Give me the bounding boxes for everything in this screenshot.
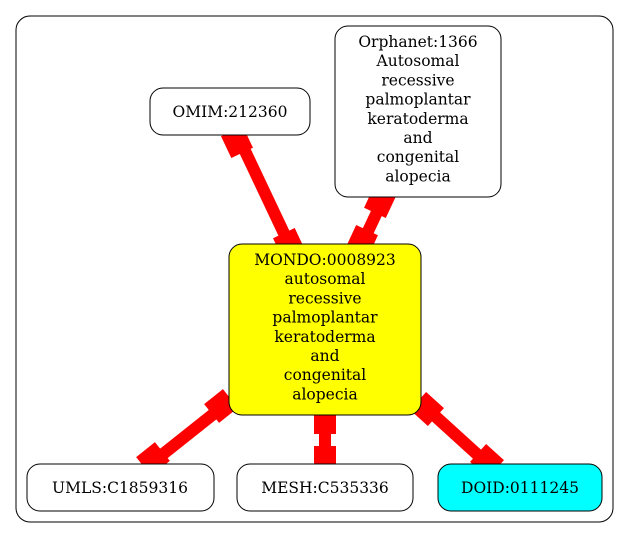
edge-center-mesh-end-center xyxy=(314,410,336,434)
node-center-line: autosomal xyxy=(285,270,366,288)
node-orphanet-line: palmoplantar xyxy=(365,91,471,109)
node-umls-text: UMLS:C1859316 xyxy=(52,479,188,497)
node-umls-box xyxy=(26,463,215,512)
node-omim-box xyxy=(149,87,311,136)
node-orphanet-line: alopecia xyxy=(385,167,451,185)
node-umls-line: UMLS:C1859316 xyxy=(52,479,188,497)
node-mesh-line: MESH:C535336 xyxy=(261,479,389,497)
node-center-line: and xyxy=(310,347,339,365)
node-center-line: palmoplantar xyxy=(272,309,378,327)
node-mesh-box xyxy=(236,463,414,512)
cluster-frame xyxy=(15,15,614,523)
node-omim[interactable]: OMIM:212360 xyxy=(149,87,311,136)
node-doid-line: DOID:0111245 xyxy=(461,479,579,497)
node-orphanet-line: Orphanet:1366 xyxy=(358,33,477,51)
node-center-line: alopecia xyxy=(292,385,358,403)
node-orphanet-line: congenital xyxy=(377,148,460,166)
edge-center-mesh-end-mesh xyxy=(314,446,336,468)
node-orphanet-box xyxy=(334,25,502,198)
node-omim-text: OMIM:212360 xyxy=(173,103,288,121)
node-center-line: keratoderma xyxy=(274,328,375,346)
node-orphanet-line: and xyxy=(403,129,432,147)
node-doid[interactable]: DOID:0111245 xyxy=(437,463,603,512)
node-orphanet-line: keratoderma xyxy=(367,110,468,128)
node-center-box xyxy=(228,243,422,416)
node-omim-line: OMIM:212360 xyxy=(173,103,288,121)
node-doid-box xyxy=(437,463,603,512)
node-umls[interactable]: UMLS:C1859316 xyxy=(26,463,215,512)
node-orphanet-line: recessive xyxy=(381,71,454,89)
node-orphanet-line: Autosomal xyxy=(376,52,460,70)
node-center-line: recessive xyxy=(288,289,361,307)
node-mesh-text: MESH:C535336 xyxy=(261,479,389,497)
edge-center-omim xyxy=(231,131,295,247)
node-doid-text: DOID:0111245 xyxy=(461,479,579,497)
node-mesh[interactable]: MESH:C535336 xyxy=(236,463,414,512)
node-center-line: MONDO:0008923 xyxy=(254,251,396,269)
node-center-line: congenital xyxy=(284,366,367,384)
